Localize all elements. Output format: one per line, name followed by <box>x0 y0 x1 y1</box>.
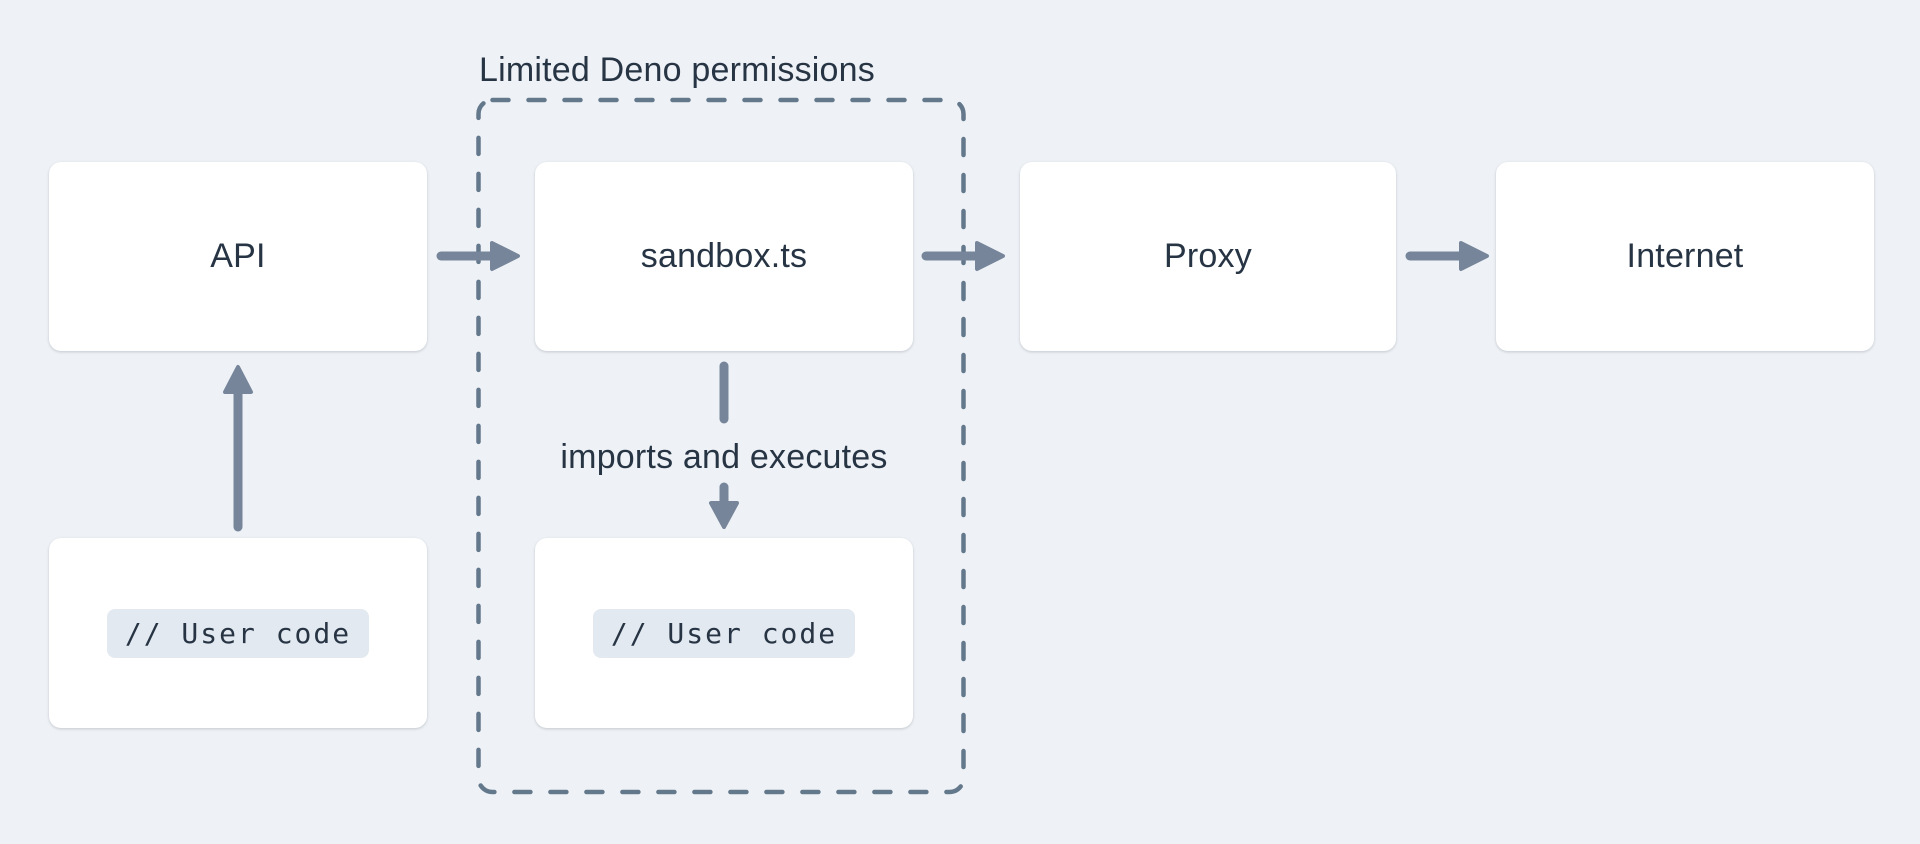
user-code-chip: // User code <box>106 608 370 658</box>
arrow-usercode-to-api <box>223 365 253 532</box>
node-sandbox-ts-label: sandbox.ts <box>640 237 808 275</box>
node-proxy: Proxy <box>1020 162 1396 351</box>
node-sandbox-ts: sandbox.ts <box>535 162 913 351</box>
imports-and-executes-label: imports and executes <box>560 438 888 476</box>
node-sandbox-user-code: // User code <box>535 538 913 728</box>
arrow-sandbox-imports-lower-segment <box>709 482 739 529</box>
deno-permissions-title: Limited Deno permissions <box>479 51 875 89</box>
node-api-label: API <box>210 237 266 275</box>
node-api-user-code: // User code <box>49 538 427 728</box>
node-proxy-label: Proxy <box>1164 237 1252 275</box>
arrow-api-to-sandbox <box>436 241 520 271</box>
arrow-sandbox-to-proxy <box>921 241 1005 271</box>
arrow-proxy-to-internet <box>1405 241 1489 271</box>
node-api: API <box>49 162 427 351</box>
deno-permissions-dashed-boundary <box>476 97 966 795</box>
node-internet: Internet <box>1496 162 1874 351</box>
user-code-chip: // User code <box>592 608 856 658</box>
node-internet-label: Internet <box>1626 237 1744 275</box>
